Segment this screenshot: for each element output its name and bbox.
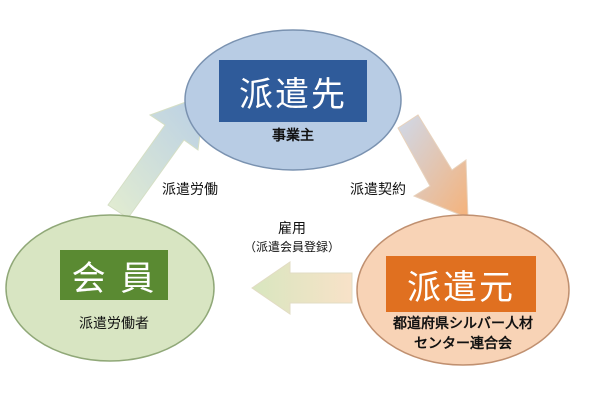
member-subtitle: 派遣労働者 (79, 316, 149, 332)
dispatch-source-title: 派遣元 (386, 256, 536, 312)
edge-label-contract: 派遣契約 (350, 182, 406, 198)
member-title: 会 員 (60, 250, 168, 300)
edge-label-employment-note: （派遣会員登録） (243, 240, 341, 254)
edge-label-employment: 雇用 (278, 221, 306, 237)
edge-label-labor: 派遣労働 (162, 182, 218, 198)
dispatch-source-subtitle-line2: センター連合会 (414, 336, 512, 352)
dispatch-destination-subtitle: 事業主 (272, 128, 314, 144)
arrow-source-to-member (251, 261, 353, 315)
arrow-destination-to-source (397, 114, 469, 219)
dispatch-source-subtitle-line1: 都道府県シルバー人材 (393, 316, 533, 332)
dispatch-destination-title: 派遣先 (219, 60, 367, 122)
